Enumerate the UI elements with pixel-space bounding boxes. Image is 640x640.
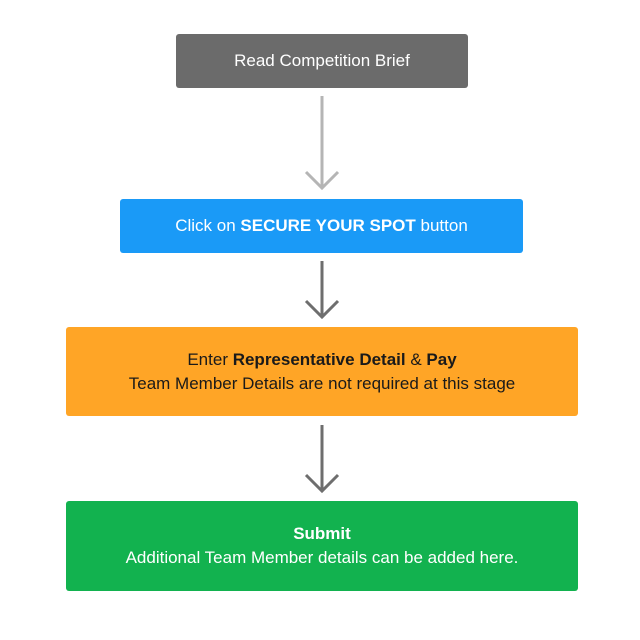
step-click-secure-your-spot: Click on SECURE YOUR SPOT button [120, 199, 523, 253]
arrow-down-icon-3 [304, 425, 340, 494]
step-4-note: Additional Team Member details can be ad… [125, 548, 519, 567]
arrow-2-head [304, 299, 340, 320]
step-2-post: button [415, 216, 468, 236]
pay-text: Pay [426, 349, 457, 369]
step-4-title: Submit [293, 522, 351, 546]
step-submit: Submit Additional Team Member details ca… [66, 501, 578, 591]
step-3-pre: Enter [187, 349, 233, 369]
arrow-3-head [304, 473, 340, 494]
step-3-note: Team Member Details are not required at … [128, 373, 516, 393]
step-2-label: Click on SECURE YOUR SPOT button [175, 214, 468, 238]
representative-detail-text: Representative Detail [232, 349, 406, 369]
step-3-title: Enter Representative Detail & Pay [187, 348, 456, 372]
step-read-competition-brief: Read Competition Brief [176, 34, 468, 88]
arrow-down-icon-1 [304, 96, 340, 191]
secure-your-spot-text: SECURE YOUR SPOT [240, 216, 416, 236]
step-1-label: Read Competition Brief [234, 51, 410, 71]
arrow-down-icon-2 [304, 261, 340, 320]
arrow-1-head [304, 170, 340, 191]
step-enter-representative-detail: Enter Representative Detail & Pay Team M… [66, 327, 578, 416]
submit-text: Submit [293, 524, 351, 544]
step-3-mid: & [405, 349, 427, 369]
step-2-pre: Click on [175, 216, 241, 236]
